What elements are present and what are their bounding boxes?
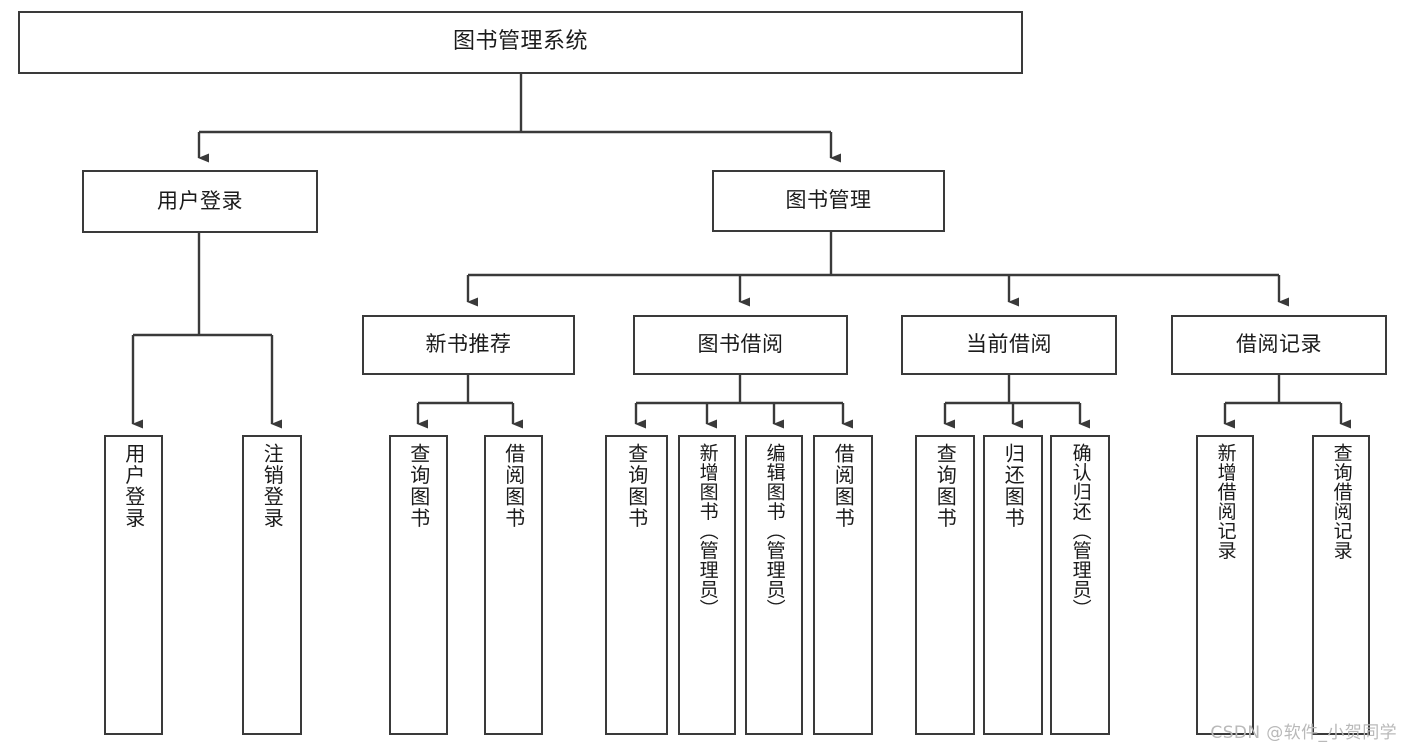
leaf-borrow-book-borrow[interactable]: 借阅图书 — [813, 435, 873, 735]
leaf-query-book-current[interactable]: 查询图书 — [915, 435, 975, 735]
node-root-system[interactable]: 图书管理系统 — [18, 11, 1023, 74]
leaf-add-book-admin[interactable]: 新增图书（管理员） — [678, 435, 736, 735]
leaf-confirm-return-admin[interactable]: 确认归还（管理员） — [1050, 435, 1110, 735]
leaf-user-login[interactable]: 用户登录 — [104, 435, 163, 735]
leaf-logout-login[interactable]: 注销登录 — [242, 435, 302, 735]
watermark-credit: CSDN @软件_小贺同学 — [1210, 723, 1397, 743]
node-user-login[interactable]: 用户登录 — [82, 170, 318, 233]
leaf-query-book-borrow[interactable]: 查询图书 — [605, 435, 668, 735]
leaf-return-book[interactable]: 归还图书 — [983, 435, 1043, 735]
leaf-query-borrow-record[interactable]: 查询借阅记录 — [1312, 435, 1370, 735]
leaf-borrow-book-recommend[interactable]: 借阅图书 — [484, 435, 543, 735]
node-borrow-record[interactable]: 借阅记录 — [1171, 315, 1387, 375]
leaf-add-borrow-record[interactable]: 新增借阅记录 — [1196, 435, 1254, 735]
leaf-query-book-recommend[interactable]: 查询图书 — [389, 435, 448, 735]
leaf-edit-book-admin[interactable]: 编辑图书（管理员） — [745, 435, 803, 735]
node-new-book-recommend[interactable]: 新书推荐 — [362, 315, 575, 375]
node-book-borrow[interactable]: 图书借阅 — [633, 315, 848, 375]
node-book-management[interactable]: 图书管理 — [712, 170, 945, 232]
node-current-borrow[interactable]: 当前借阅 — [901, 315, 1117, 375]
